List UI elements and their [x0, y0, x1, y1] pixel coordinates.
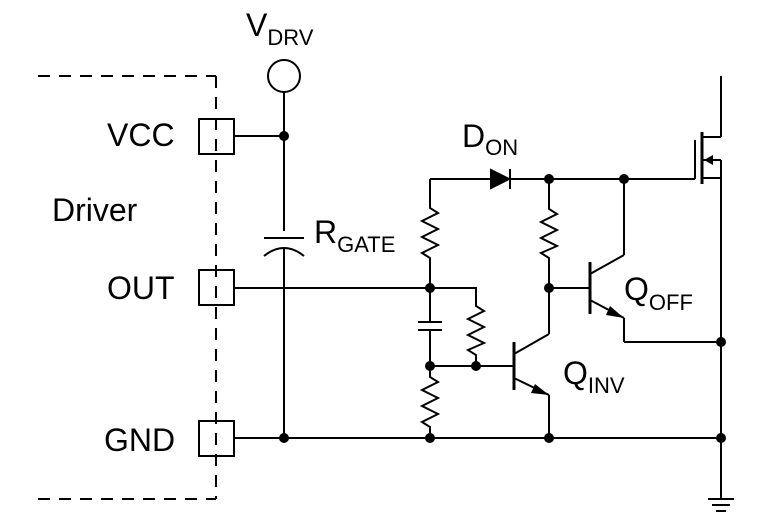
rgate-sub: GATE	[337, 232, 395, 257]
vdrv-label: VDRV	[246, 7, 314, 50]
qinv-label: QINV	[563, 355, 625, 398]
junction-dot	[279, 433, 289, 443]
vcc-pin-label: VCC	[107, 117, 175, 153]
qinv-main: Q	[563, 355, 588, 391]
driver-label: Driver	[52, 192, 138, 228]
pulldown-resistor	[419, 366, 441, 438]
junction-dot	[544, 174, 554, 184]
junction-dot	[425, 361, 435, 371]
qoff-transistor	[588, 179, 721, 343]
junction-dot	[619, 174, 629, 184]
qoff-sub: OFF	[649, 290, 693, 315]
qoff-label: QOFF	[624, 271, 693, 315]
qinv-transistor	[512, 288, 550, 438]
gnd-pin-label: GND	[104, 422, 175, 458]
qinv-sub: INV	[588, 373, 625, 398]
junction-dot	[716, 433, 726, 443]
rgate-resistor	[419, 179, 441, 288]
junction-dot	[279, 131, 289, 141]
ground-symbol	[708, 498, 734, 512]
qoff-main: Q	[624, 271, 649, 307]
don-sub: ON	[485, 135, 518, 160]
don-diode	[490, 168, 512, 190]
qoff-base-resistor	[538, 179, 560, 288]
supply-capacitor	[263, 237, 305, 438]
junction-dots	[279, 131, 726, 443]
don-label: DON	[462, 118, 518, 160]
rgate-label: RGATE	[314, 214, 395, 257]
junction-dot	[544, 283, 554, 293]
vdrv-main: V	[246, 7, 268, 43]
junction-dot	[544, 433, 554, 443]
vdrv-terminal	[267, 59, 301, 231]
out-pin-label: OUT	[107, 270, 175, 306]
rgate-main: R	[314, 214, 337, 250]
inv-capacitor	[418, 288, 442, 366]
junction-dot	[716, 337, 726, 347]
driver-boundary	[38, 75, 217, 500]
junction-dot	[471, 361, 481, 371]
junction-dot	[425, 283, 435, 293]
vdrv-sub: DRV	[267, 25, 313, 50]
qinv-base-resistor	[465, 300, 487, 366]
out-to-base-wire	[430, 287, 477, 300]
junction-dot	[425, 433, 435, 443]
don-main: D	[462, 118, 485, 154]
